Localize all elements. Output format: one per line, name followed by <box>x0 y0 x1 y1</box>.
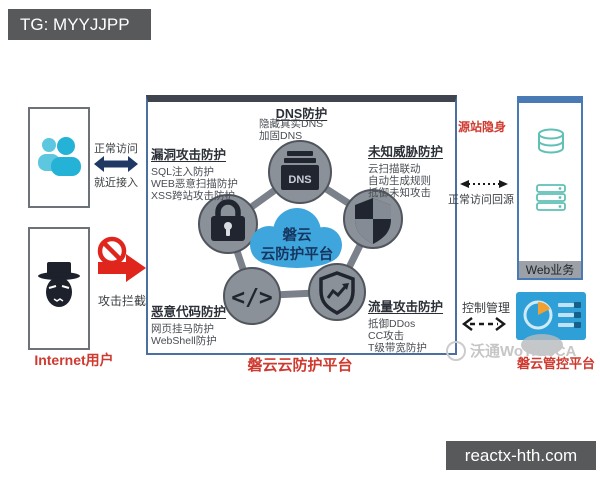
database-icon <box>538 128 564 154</box>
dashed-arrow-icon <box>462 317 506 331</box>
normal-access-label: 正常访问 <box>94 143 138 155</box>
watermark-logo-icon <box>446 340 466 361</box>
section-item: CC攻击 <box>368 330 405 342</box>
console-title: 磐云管控平台 <box>516 356 595 371</box>
platform-title: 磐云云防护平台 <box>247 357 353 374</box>
section-item: WebShell防护 <box>151 335 217 347</box>
normal-arrow-icon <box>94 156 138 172</box>
section-dns: 隐藏真实DNS 加固DNS <box>259 118 323 142</box>
watermark-text: 沃通WoTrusCA <box>470 343 577 360</box>
section-malware: 恶意代码防护 网页挂马防护 WebShell防护 <box>151 301 226 347</box>
section-item: WEB恶意扫描防护 <box>151 178 238 190</box>
protection-network: DNS </> <box>198 140 403 325</box>
cloud-title-line1: 磐云 <box>282 226 312 244</box>
watermark-blob <box>521 334 563 356</box>
section-item: T级带宽防护 <box>368 342 427 354</box>
ban-icon <box>97 236 127 266</box>
origin-stealth-label: 源站隐身 <box>458 120 507 134</box>
nearby-access-label: 就近接入 <box>94 177 138 189</box>
attack-arrow-icon <box>98 254 146 282</box>
section-item: 网页挂马防护 <box>151 323 214 335</box>
web-business-label: Web业务 <box>519 261 581 278</box>
threat-node <box>343 189 403 249</box>
section-item: 加固DNS <box>259 130 303 142</box>
section-title-dns: DNS防护 <box>275 107 328 121</box>
section-item: SQL注入防护 <box>151 166 215 178</box>
section-item: 隐藏真实DNS <box>259 118 324 130</box>
dotted-arrow-icon <box>460 180 508 188</box>
section-unknown: 未知威胁防护 云扫描联动 自动生成规则 抵御未知攻击 <box>368 141 443 199</box>
traffic-node <box>308 263 366 321</box>
section-vuln: 漏洞攻击防护 SQL注入防护 WEB恶意扫描防护 XSS跨站攻击防护 <box>151 144 238 202</box>
cloud-icon: 磐云 云防护平台 <box>250 208 342 268</box>
internet-user-label: Internet用户 <box>34 352 114 368</box>
section-item: 抵御未知攻击 <box>368 187 431 199</box>
section-item: 云扫描联动 <box>368 163 421 175</box>
section-title: 未知威胁防护 <box>368 145 444 159</box>
return-origin-label: 正常访问回源 <box>448 194 514 206</box>
site-label: reactx-hth.com <box>446 441 596 470</box>
dns-server-icon: DNS <box>281 151 319 190</box>
dns-badge: DNS <box>288 174 311 186</box>
section-item: 抵御DDos <box>368 318 416 330</box>
attacker-box <box>28 227 90 350</box>
section-title: 漏洞攻击防护 <box>151 148 227 162</box>
lock-icon <box>211 199 245 241</box>
section-traffic: 流量攻击防护 抵御DDos CC攻击 T级带宽防护 <box>368 296 443 354</box>
section-title: 恶意代码防护 <box>151 305 227 319</box>
normal-users-box <box>28 107 90 208</box>
attack-intercept-label: 攻击拦截 <box>97 294 146 308</box>
traffic-shield-icon <box>319 271 355 316</box>
cloud-title-line2: 云防护平台 <box>261 245 334 263</box>
hacker-icon <box>38 262 80 307</box>
vuln-node <box>198 194 258 254</box>
section-title: 流量攻击防护 <box>368 300 444 314</box>
section-item: XSS跨站攻击防护 <box>151 190 236 202</box>
code-icon: </> <box>231 285 273 311</box>
dns-node: DNS <box>268 140 332 204</box>
users-icon <box>38 137 81 176</box>
malware-node: </> <box>223 267 281 325</box>
dashboard-icon <box>516 292 586 340</box>
section-item: 自动生成规则 <box>368 175 431 187</box>
watermark: 沃通WoTrusCA <box>446 340 576 361</box>
tg-label: TG: MYYJJPP <box>8 9 151 40</box>
control-label: 控制管理 <box>461 301 510 315</box>
server-icon <box>536 184 566 211</box>
